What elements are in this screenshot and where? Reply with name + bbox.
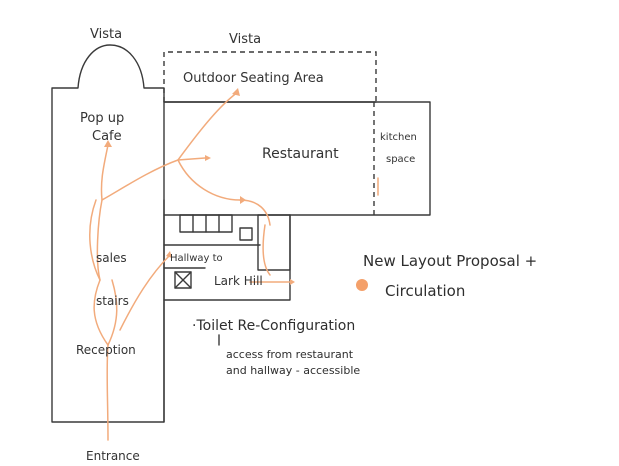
vista-label-left: Vista xyxy=(90,27,122,42)
proposal-title-2: Circulation xyxy=(385,282,465,300)
toilet-note: ·Toilet Re-Configuration xyxy=(192,318,355,334)
kitchen-label-1: kitchen xyxy=(380,132,417,143)
pop-up-cafe-label-2: Cafe xyxy=(92,129,122,144)
restaurant-outline xyxy=(163,101,431,216)
restaurant-label: Restaurant xyxy=(262,146,339,162)
main-wing-outline xyxy=(51,44,165,423)
lift-box xyxy=(174,271,192,289)
pop-up-cafe-label-1: Pop up xyxy=(80,111,124,126)
outdoor-seating-outline xyxy=(163,51,377,102)
circulation-arrows xyxy=(89,88,379,441)
outdoor-seating-label: Outdoor Seating Area xyxy=(183,71,324,86)
vista-label-right: Vista xyxy=(229,32,261,47)
lark-hill-label: Lark Hill xyxy=(214,274,263,288)
access-note-1: access from restaurant xyxy=(226,348,354,361)
entrance-label: Entrance xyxy=(86,449,140,463)
marker-dot xyxy=(356,279,368,291)
sales-label: sales xyxy=(96,251,127,265)
hallway-to-label: Hallway to xyxy=(170,253,223,264)
access-note-2: and hallway - accessible xyxy=(226,364,360,377)
kitchen-label-2: space xyxy=(386,154,415,165)
proposal-title-1: New Layout Proposal + xyxy=(363,252,537,270)
lift-cross-2 xyxy=(174,271,192,289)
toilet-fixture xyxy=(239,227,253,241)
stairs-label: stairs xyxy=(96,294,129,308)
reception-label: Reception xyxy=(76,343,136,357)
toilet-room xyxy=(257,214,291,271)
